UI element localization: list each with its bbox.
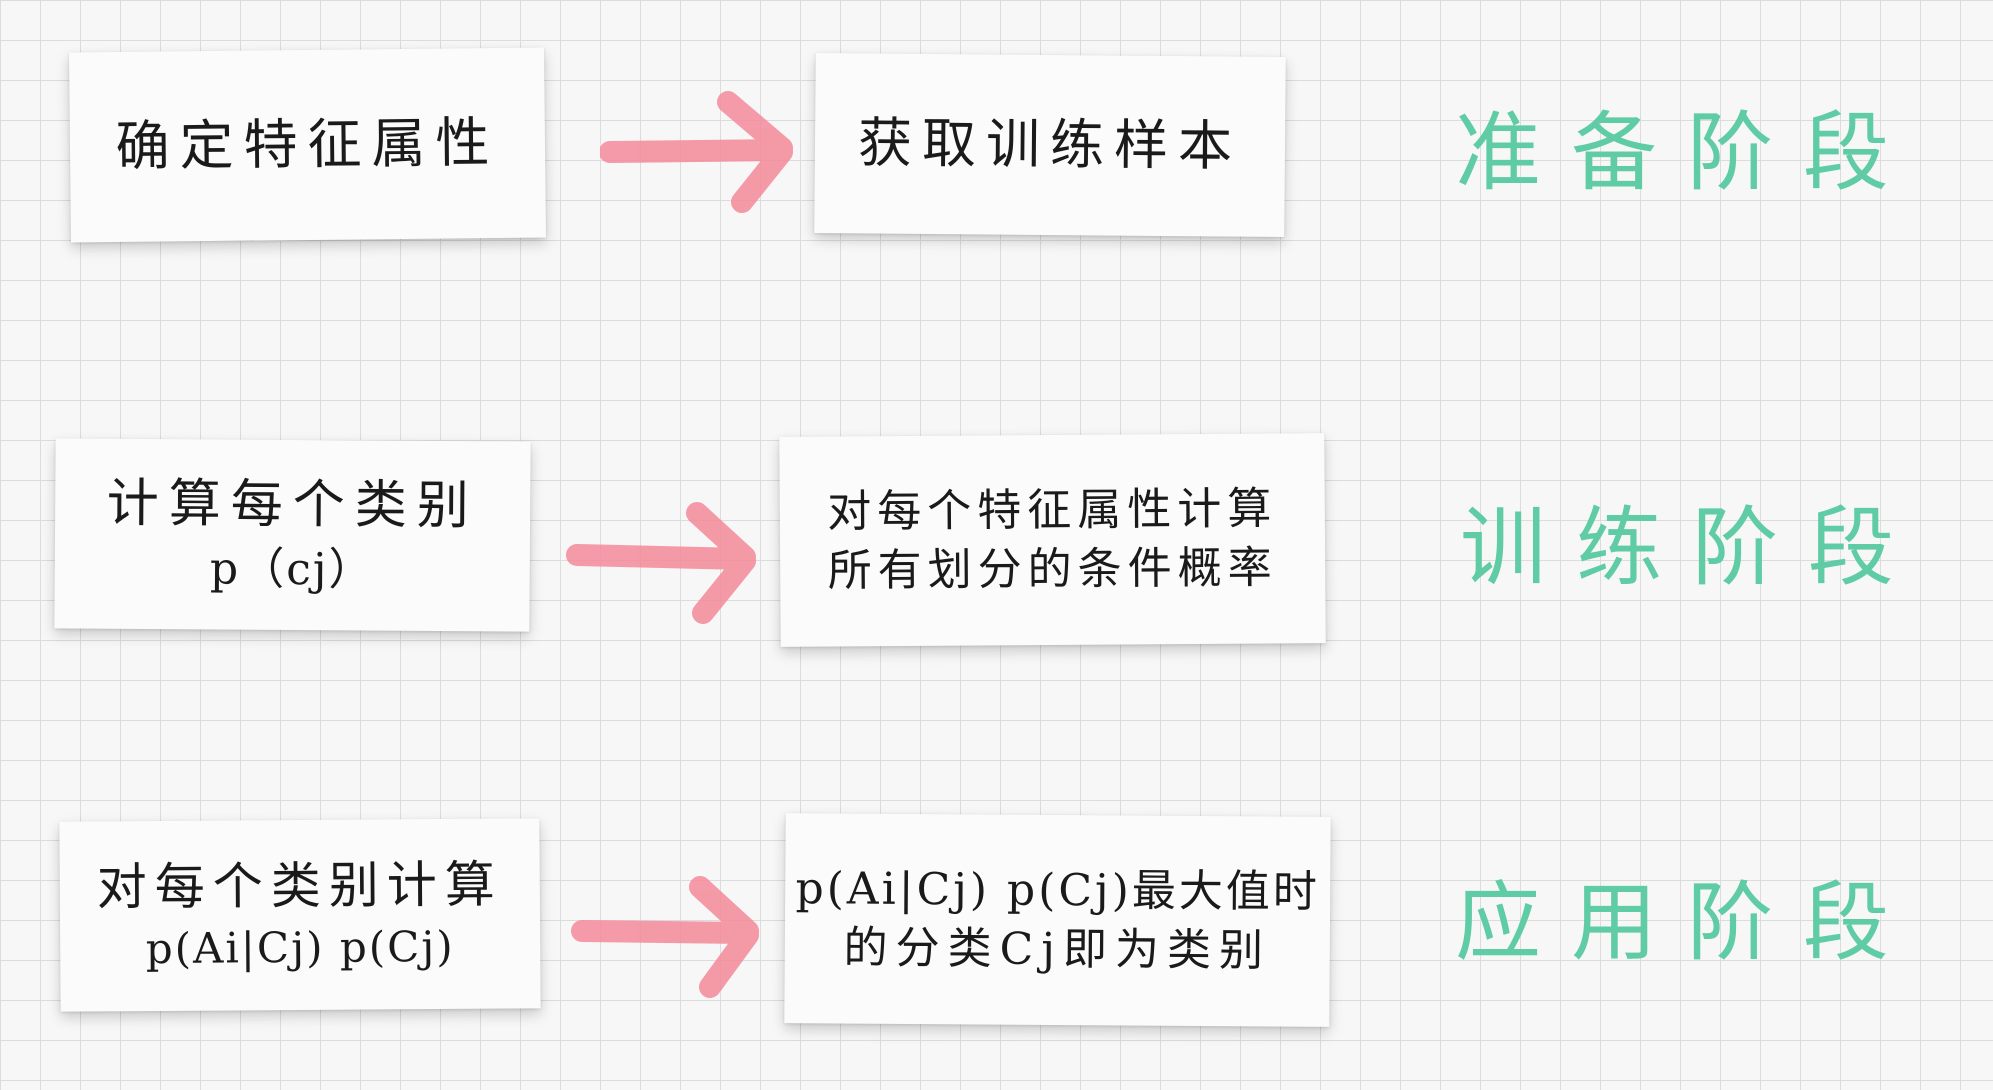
box-formula: p(Ai|Cj) p(Cj) <box>145 922 455 974</box>
box-text: 的分类Cj即为类别 <box>843 922 1272 977</box>
box-compute-class-prior: 计算每个类别 p（cj） <box>54 438 531 632</box>
box-text: 获取训练样本 <box>857 110 1243 178</box>
stage-label-training: 训练阶段 <box>1460 498 1924 598</box>
box-text: 确定特征属性 <box>115 110 500 178</box>
arrow-right-icon <box>566 502 756 624</box>
arrow-right-icon <box>600 91 793 213</box>
box-obtain-training-samples: 获取训练样本 <box>814 52 1286 238</box>
stage-label-application: 应用阶段 <box>1455 873 1919 973</box>
box-select-max-class: p(Ai|Cj) p(Cj)最大值时 的分类Cj即为类别 <box>784 813 1331 1027</box>
box-text: 对每个类别计算 <box>96 855 503 917</box>
box-compute-conditional-probabilities: 对每个特征属性计算 所有划分的条件概率 <box>779 433 1326 647</box>
box-determine-feature-attributes: 确定特征属性 <box>69 47 546 243</box>
stage-label-preparation: 准备阶段 <box>1455 103 1919 203</box>
box-text: 所有划分的条件概率 <box>827 542 1278 597</box>
box-compute-per-class-product: 对每个类别计算 p(Ai|Cj) p(Cj) <box>59 818 541 1012</box>
box-text: 对每个特征属性计算 <box>827 483 1278 538</box>
arrow-right-icon <box>571 876 759 998</box>
box-text: 计算每个类别 <box>106 473 479 537</box>
box-formula: p（cj） <box>209 543 375 596</box>
box-text: p(Ai|Cj) p(Cj)最大值时 <box>795 862 1321 918</box>
